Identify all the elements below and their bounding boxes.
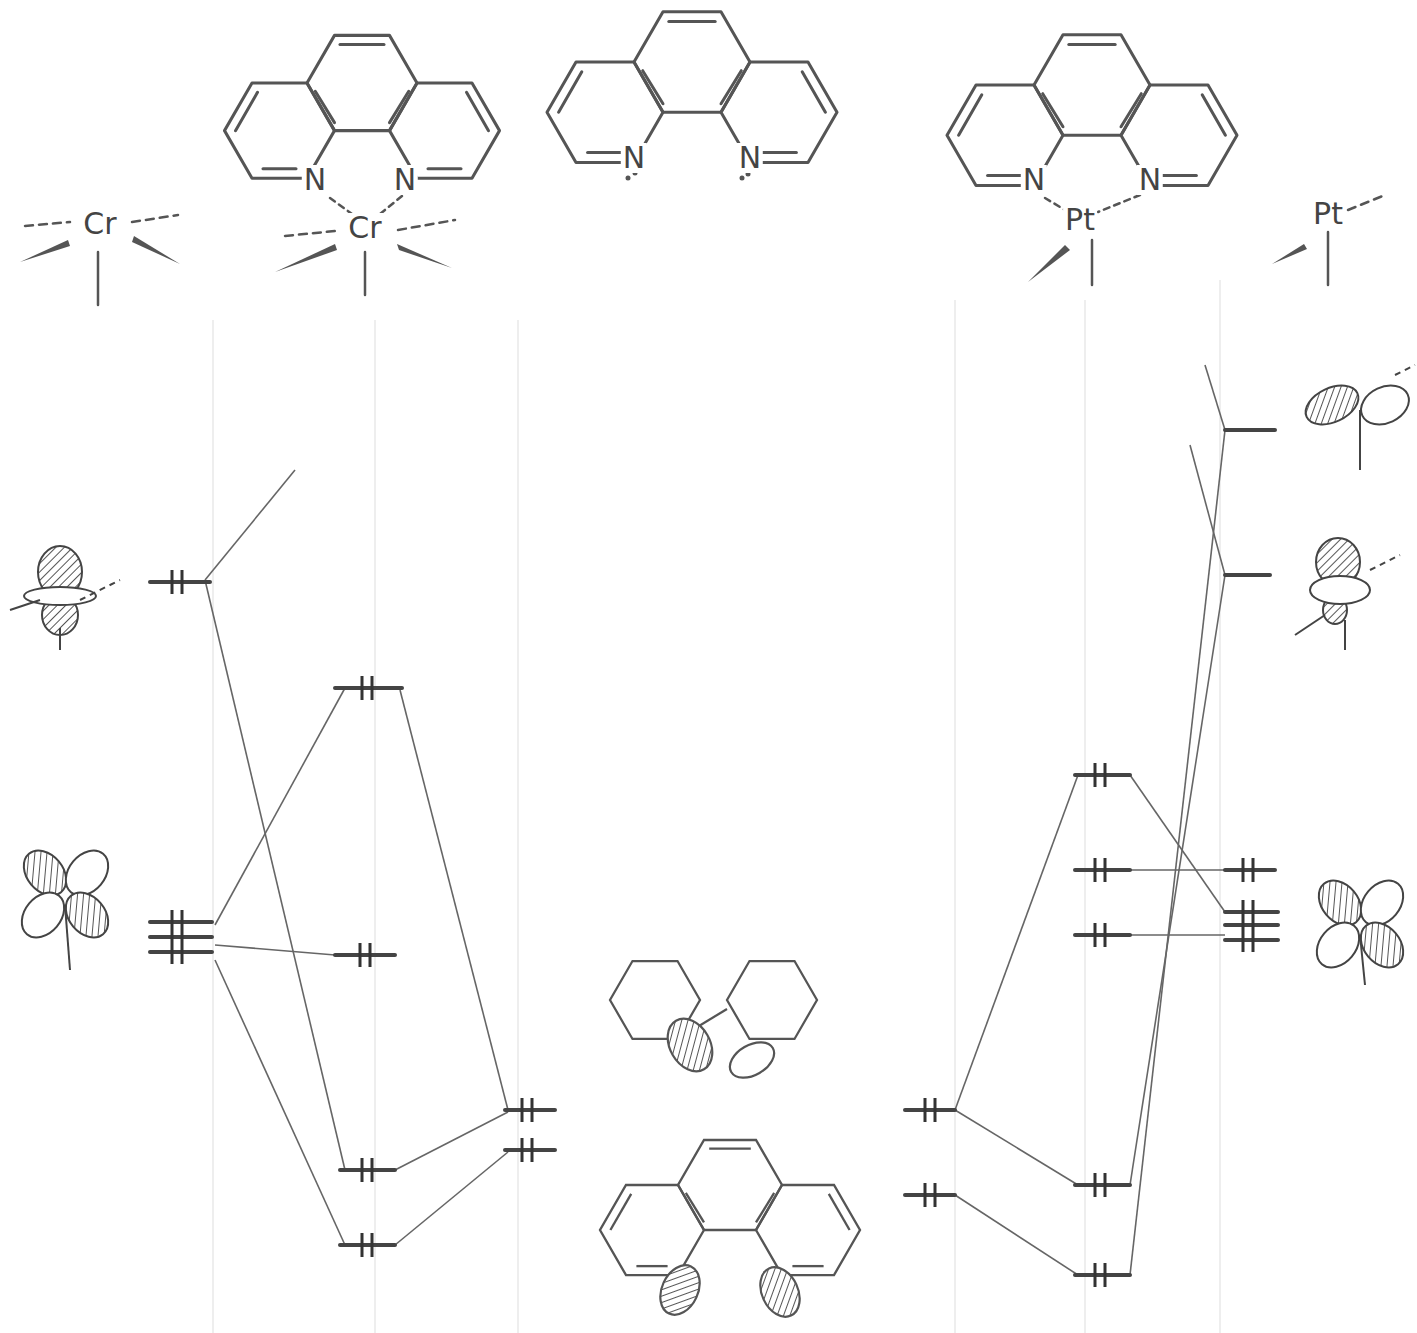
atom-label: Cr xyxy=(346,213,383,243)
atom-label: N xyxy=(1021,165,1047,195)
atom-label: N xyxy=(621,143,647,173)
atom-label: Pt xyxy=(1063,205,1097,235)
atom-label: N xyxy=(1137,165,1163,195)
atom-label: N xyxy=(302,165,328,195)
atom-label: N xyxy=(737,143,763,173)
atom-label: Cr xyxy=(81,209,118,239)
atom-label: Pt xyxy=(1311,199,1345,229)
atom-label: N xyxy=(392,165,418,195)
